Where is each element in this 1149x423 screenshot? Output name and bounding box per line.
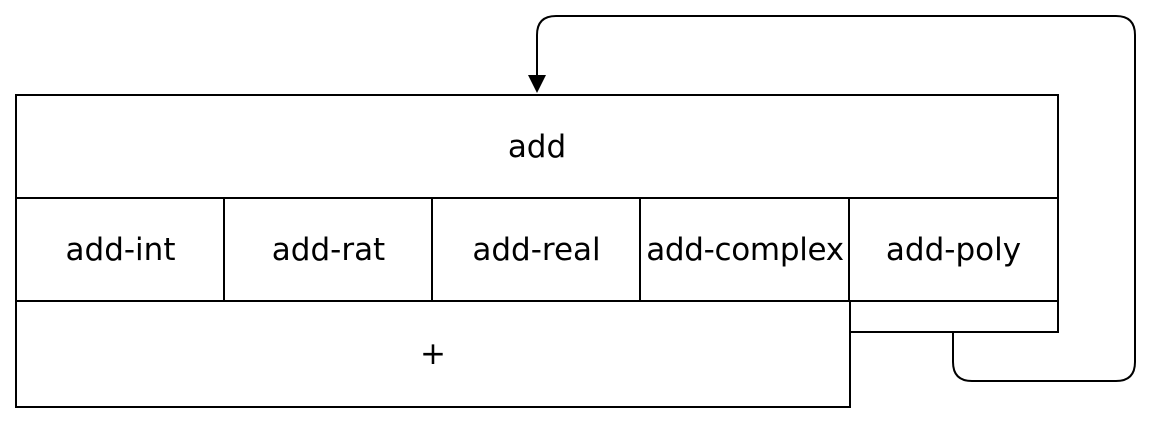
add-rat-label: add-rat: [271, 232, 386, 268]
add-poly-label: add-poly: [885, 232, 1022, 268]
add-rat-cell: add-rat: [223, 197, 434, 303]
add-real-cell: add-real: [431, 197, 642, 303]
recursion-arrow-line: [536, 15, 1136, 382]
arrowhead-icon: [528, 75, 546, 93]
add-complex-label: add-complex: [646, 232, 844, 268]
add-real-label: add-real: [472, 232, 601, 268]
add-label: add: [507, 129, 567, 165]
add-box: add: [15, 94, 1059, 200]
add-poly-cell: add-poly: [848, 197, 1059, 303]
plus-label: +: [420, 336, 446, 372]
plus-box: +: [15, 300, 851, 408]
add-complex-cell: add-complex: [639, 197, 851, 303]
add-poly-strip: [848, 300, 1059, 333]
add-int-label: add-int: [65, 232, 176, 268]
